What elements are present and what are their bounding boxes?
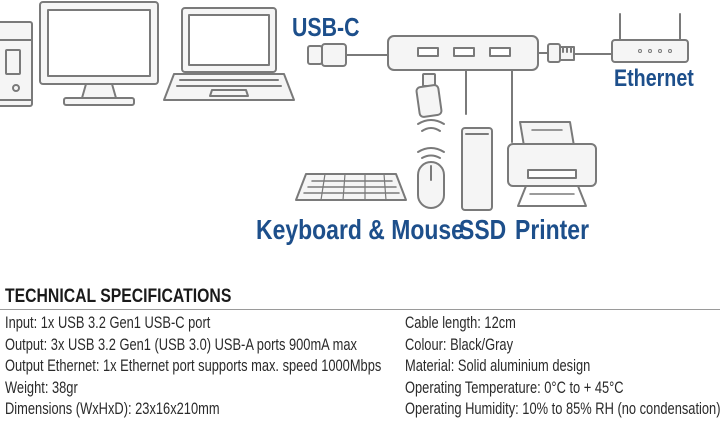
ethernet-label: Ethernet: [614, 65, 694, 92]
ssd-label: SSD: [459, 214, 507, 245]
spec-weight: Weight: 38gr: [5, 378, 78, 397]
spec-output-ethernet: Output Ethernet: 1x Ethernet port suppor…: [5, 357, 382, 375]
spec-material: Material: Solid aluminium design: [405, 357, 591, 375]
usb-c-plug-icon: [307, 43, 389, 67]
specs-left-column: Input: 1x USB 3.2 Gen1 USB-C port Output…: [5, 313, 487, 421]
printer-icon: [507, 121, 597, 207]
keyboard-icon: [295, 173, 407, 201]
usb-hub-icon: [387, 35, 539, 71]
computer-tower-icon: [0, 21, 33, 107]
spec-colour: Colour: Black/Gray: [405, 335, 514, 354]
usb-dongle-icon: [415, 73, 443, 118]
mouse-icon: [417, 161, 445, 209]
wireless-signal-icon: [417, 119, 445, 159]
spec-operating-humidity: Operating Humidity: 10% to 85% RH (no co…: [405, 400, 720, 418]
ssd-icon: [461, 127, 493, 211]
spec-operating-temperature: Operating Temperature: 0°C to + 45°C: [405, 378, 624, 397]
connection-diagram: [0, 1, 689, 211]
laptop-icon: [163, 7, 295, 101]
printer-label: Printer: [515, 214, 590, 245]
specs-right-column: Cable length: 12cm Colour: Black/Gray Ma…: [405, 313, 720, 421]
spec-cable-length: Cable length: 12cm: [405, 314, 516, 332]
specs-title: TECHNICAL SPECIFICATIONS: [5, 286, 232, 307]
spec-input: Input: 1x USB 3.2 Gen1 USB-C port: [5, 314, 211, 332]
specs-divider: [0, 309, 720, 310]
router-icon: [611, 13, 689, 63]
keyboard-mouse-label: Keyboard & Mouse: [256, 214, 464, 245]
monitor-icon: [39, 1, 159, 106]
usb-c-label: USB-C: [292, 12, 360, 42]
rj45-plug-icon: [547, 43, 613, 63]
spec-dimensions: Dimensions (WxHxD): 23x16x210mm: [5, 400, 220, 418]
spec-output: Output: 3x USB 3.2 Gen1 (USB 3.0) USB-A …: [5, 335, 357, 354]
